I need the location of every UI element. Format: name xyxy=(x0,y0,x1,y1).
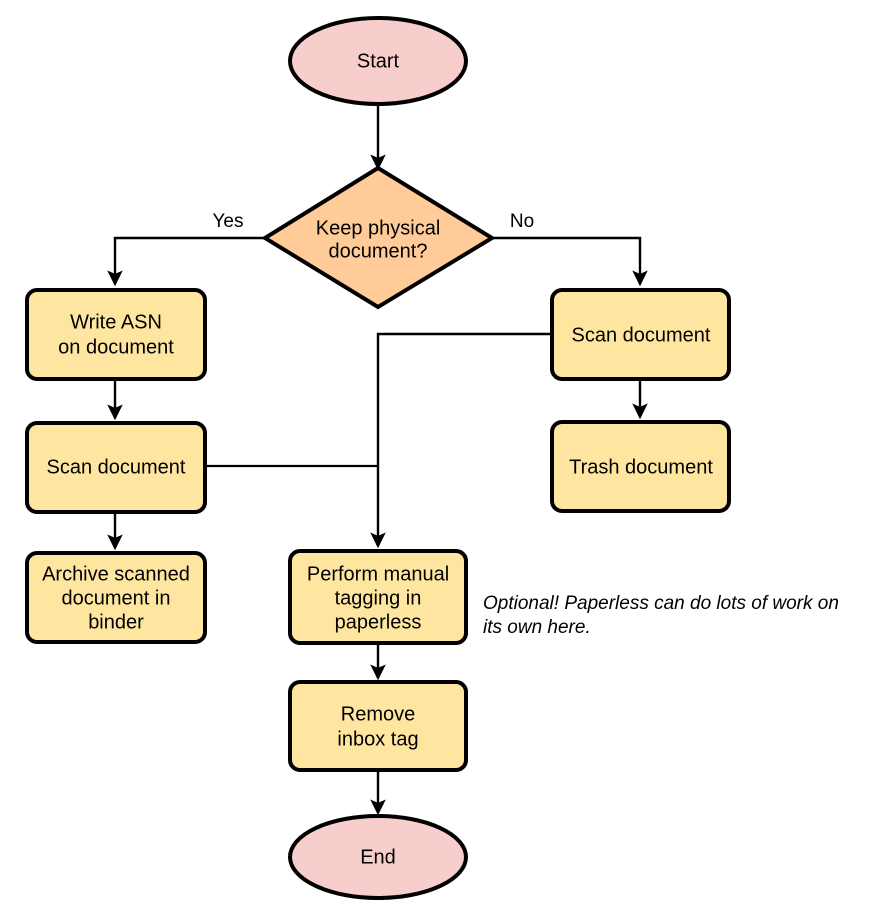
scan-left-rect-shape xyxy=(25,421,207,514)
node-perform-manual-tagging[interactable]: Perform manual tagging in paperless xyxy=(288,549,468,645)
node-archive-label-line3: binder xyxy=(88,611,144,633)
node-trash-document[interactable]: Trash document xyxy=(550,420,731,513)
node-remove-inbox-label-line2: inbox tag xyxy=(337,728,418,750)
annotation-optional-note: Optional! Paperless can do lots of work … xyxy=(483,593,839,638)
node-manual-tagging-label-line2: tagging in xyxy=(335,587,422,609)
node-archive-label-line2: document in xyxy=(62,587,171,609)
connector-decision-yes-to-write-asn xyxy=(107,236,265,287)
scan-right-rect-shape xyxy=(550,288,731,381)
manual-tagging-rect-shape xyxy=(288,549,468,645)
node-end[interactable]: End xyxy=(288,814,468,900)
trash-rect-shape xyxy=(550,420,731,513)
node-write-asn-on-document[interactable]: Write ASN on document xyxy=(25,288,207,381)
node-start[interactable]: Start xyxy=(288,16,468,106)
node-manual-tagging-label-line3: paperless xyxy=(335,611,422,633)
node-end-label: End xyxy=(360,846,396,868)
write-asn-rect-shape xyxy=(25,288,207,381)
node-manual-tagging-label-line1: Perform manual xyxy=(307,563,449,585)
decision-diamond-shape xyxy=(261,165,496,310)
optional-note-line1: Optional! Paperless can do lots of work … xyxy=(483,593,839,614)
node-start-label: Start xyxy=(357,50,400,72)
node-decision-label-line1: Keep physical xyxy=(316,217,441,239)
edge-label-no: No xyxy=(510,211,534,232)
node-remove-inbox-tag[interactable]: Remove inbox tag xyxy=(288,680,468,772)
end-ellipse-shape xyxy=(288,814,468,900)
node-write-asn-label-line2: on document xyxy=(58,336,174,358)
edge-label-yes: Yes xyxy=(213,211,244,232)
connector-decision-no-to-scan-right xyxy=(492,236,648,287)
connector-scan-right-to-manual-tagging xyxy=(370,332,552,549)
node-scan-document-left[interactable]: Scan document xyxy=(25,421,207,514)
remove-inbox-rect-shape xyxy=(288,680,468,772)
optional-note-line2: its own here. xyxy=(483,617,591,638)
start-ellipse-shape xyxy=(288,16,468,106)
archive-rect-shape xyxy=(25,551,207,644)
node-scan-document-right-label: Scan document xyxy=(572,324,711,346)
node-remove-inbox-label-line1: Remove xyxy=(341,703,415,725)
node-scan-document-right[interactable]: Scan document xyxy=(550,288,731,381)
node-decision-keep-physical-document[interactable]: Keep physical document? xyxy=(261,165,496,310)
node-archive-label-line1: Archive scanned xyxy=(42,563,190,585)
node-scan-document-left-label: Scan document xyxy=(47,456,186,478)
node-write-asn-label-line1: Write ASN xyxy=(70,311,162,333)
node-trash-document-label: Trash document xyxy=(569,456,713,478)
node-archive-scanned-document[interactable]: Archive scanned document in binder xyxy=(25,551,207,644)
node-decision-label-line2: document? xyxy=(329,240,428,262)
